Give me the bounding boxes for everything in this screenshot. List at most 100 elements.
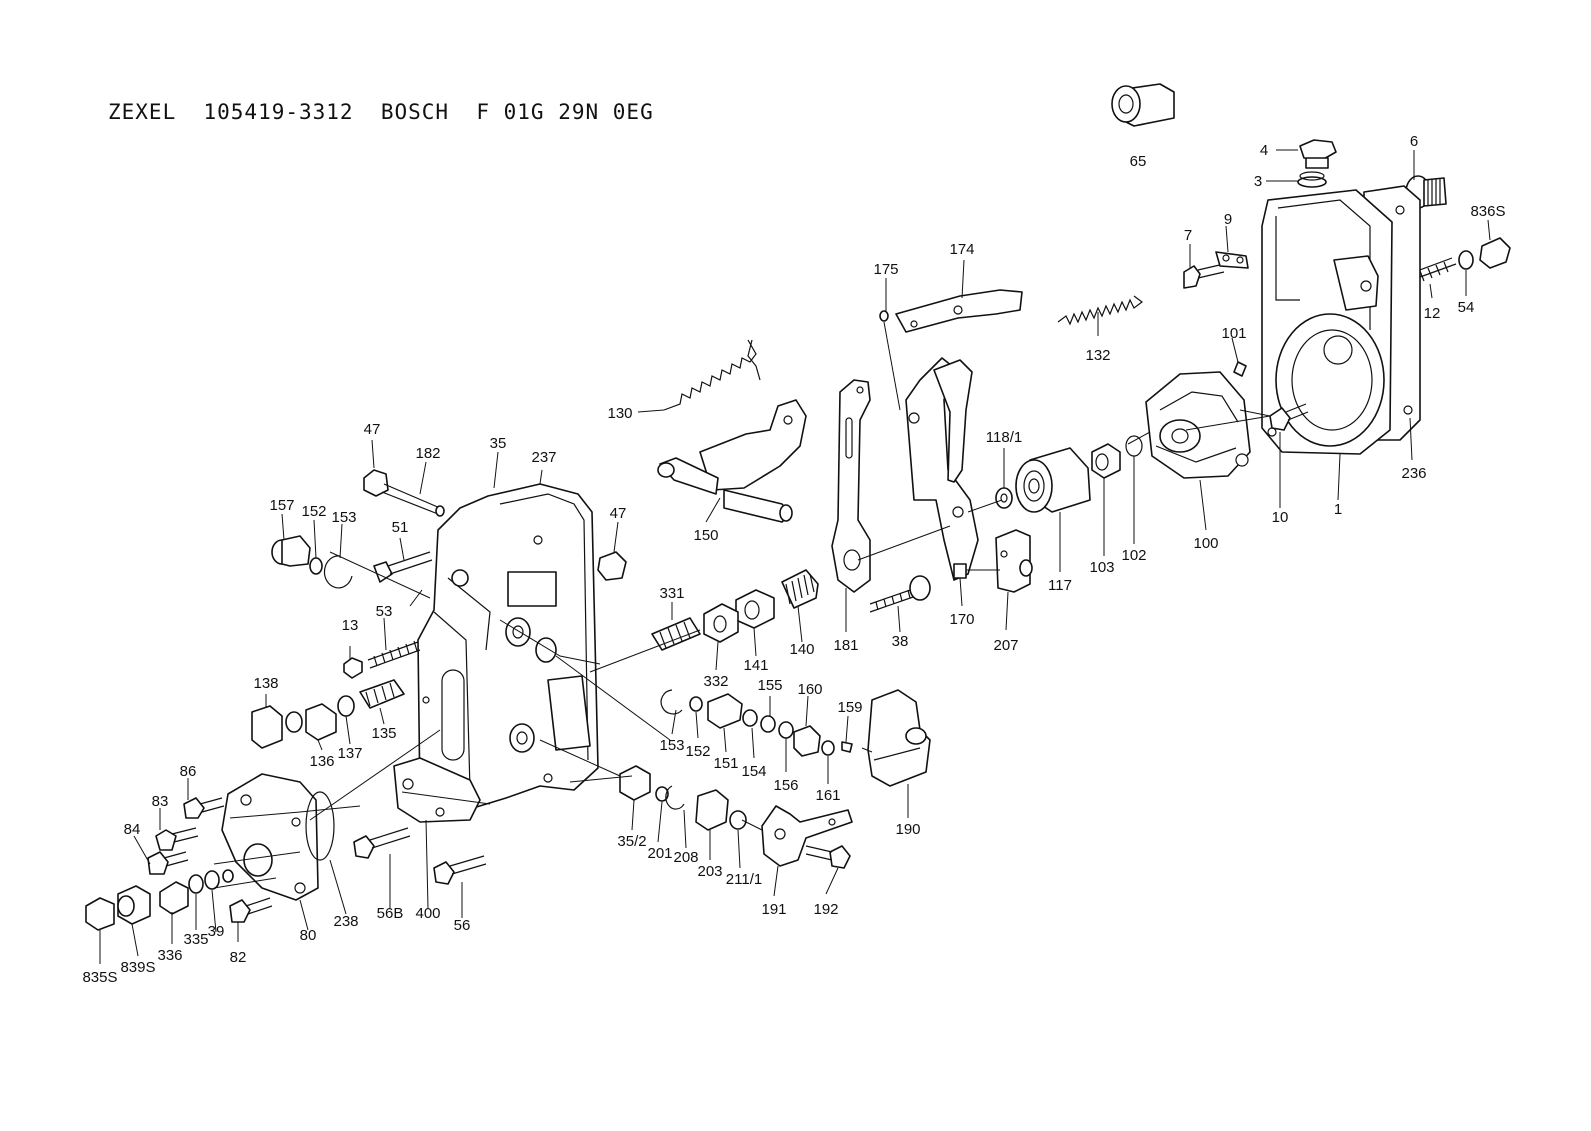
label-118-1: 118/1 bbox=[986, 429, 1022, 446]
leader-lines bbox=[99, 149, 1491, 964]
label-153-a: 153 bbox=[331, 509, 356, 526]
label-65: 65 bbox=[1130, 153, 1147, 170]
part-100-flyweight bbox=[1145, 371, 1251, 479]
label-4: 4 bbox=[1260, 142, 1268, 159]
label-207: 207 bbox=[993, 637, 1018, 654]
part-103-nut bbox=[1091, 443, 1121, 479]
label-170: 170 bbox=[949, 611, 974, 628]
label-190: 190 bbox=[895, 821, 920, 838]
part-80-cover bbox=[221, 773, 335, 901]
label-335: 335 bbox=[183, 931, 208, 948]
label-161: 161 bbox=[815, 787, 840, 804]
label-53: 53 bbox=[376, 603, 393, 620]
label-12: 12 bbox=[1424, 305, 1441, 322]
part-170-lever bbox=[905, 357, 979, 581]
part-56-bolt bbox=[433, 855, 487, 885]
label-153-b: 153 bbox=[659, 737, 684, 754]
part-130-spring bbox=[663, 339, 761, 411]
part-10-bolt bbox=[1269, 403, 1309, 431]
part-7-bolt bbox=[1183, 251, 1249, 289]
label-9: 9 bbox=[1224, 211, 1232, 228]
part-138-cap bbox=[251, 679, 405, 749]
label-83: 83 bbox=[152, 793, 169, 810]
label-100: 100 bbox=[1193, 535, 1218, 552]
part-191-lever bbox=[761, 805, 853, 867]
label-208: 208 bbox=[673, 849, 698, 866]
part-1-governor-housing bbox=[1233, 171, 1421, 455]
part-82-bolt bbox=[229, 897, 273, 923]
label-201: 201 bbox=[647, 845, 672, 862]
label-140: 140 bbox=[789, 641, 814, 658]
label-155: 155 bbox=[757, 677, 782, 694]
label-835s: 835S bbox=[82, 969, 117, 986]
part-4-plug bbox=[1297, 139, 1337, 188]
part-835s-cap bbox=[85, 897, 115, 931]
label-56: 56 bbox=[454, 917, 471, 934]
label-192: 192 bbox=[813, 901, 838, 918]
label-56b: 56B bbox=[377, 905, 404, 922]
part-51-bolt bbox=[373, 551, 433, 583]
part-13-nut bbox=[343, 657, 363, 679]
part-86-bolt bbox=[183, 797, 225, 819]
label-130: 130 bbox=[607, 405, 632, 422]
label-6: 6 bbox=[1410, 133, 1418, 150]
label-51: 51 bbox=[392, 519, 409, 536]
label-135: 135 bbox=[371, 725, 396, 742]
part-38-screw bbox=[869, 575, 931, 613]
label-181: 181 bbox=[833, 637, 858, 654]
label-54: 54 bbox=[1458, 299, 1475, 316]
part-181-arm bbox=[831, 379, 871, 593]
label-7: 7 bbox=[1184, 227, 1192, 244]
label-151: 151 bbox=[713, 755, 738, 772]
part-row-151-161 bbox=[660, 689, 853, 757]
label-175: 175 bbox=[873, 261, 898, 278]
part-47-bolt-a bbox=[363, 469, 445, 517]
part-56b-bolt bbox=[353, 827, 411, 859]
label-332: 332 bbox=[703, 673, 728, 690]
label-103: 103 bbox=[1089, 559, 1114, 576]
part-labels: 65 4 3 6 836S 7 9 12 54 101 236 1 10 100… bbox=[82, 133, 1505, 986]
part-192-bolt bbox=[805, 845, 851, 869]
label-82: 82 bbox=[230, 949, 247, 966]
label-138: 138 bbox=[253, 675, 278, 692]
diagram-title: ZEXEL 105419-3312 BOSCH F 01G 29N 0EG bbox=[108, 100, 654, 124]
part-35-governor-cover bbox=[417, 483, 599, 813]
part-132-spring bbox=[1057, 295, 1143, 326]
part-400-bracket bbox=[393, 757, 481, 823]
label-400: 400 bbox=[415, 905, 440, 922]
label-839s: 839S bbox=[120, 959, 155, 976]
label-182: 182 bbox=[415, 445, 440, 462]
part-839s-cap bbox=[117, 885, 151, 925]
label-1: 1 bbox=[1334, 501, 1342, 518]
label-13: 13 bbox=[342, 617, 359, 634]
part-207-bracket bbox=[995, 529, 1033, 593]
label-152-b: 152 bbox=[685, 743, 710, 760]
label-152-a: 152 bbox=[301, 503, 326, 520]
label-102: 102 bbox=[1121, 547, 1146, 564]
label-141: 141 bbox=[743, 657, 768, 674]
label-47-b: 47 bbox=[610, 505, 627, 522]
part-117-sleeve bbox=[1015, 447, 1091, 513]
label-154: 154 bbox=[741, 763, 766, 780]
part-150-lever bbox=[657, 399, 807, 523]
label-238: 238 bbox=[333, 913, 358, 930]
part-331-screw bbox=[651, 617, 701, 651]
part-140-spring bbox=[781, 569, 819, 609]
part-174-lever bbox=[879, 289, 1023, 333]
label-101: 101 bbox=[1221, 325, 1246, 342]
part-84-bolt bbox=[147, 851, 189, 875]
label-150: 150 bbox=[693, 527, 718, 544]
label-331: 331 bbox=[659, 585, 684, 602]
label-156: 156 bbox=[773, 777, 798, 794]
part-65-nut bbox=[1111, 83, 1175, 127]
label-39: 39 bbox=[208, 923, 225, 940]
label-336: 336 bbox=[157, 947, 182, 964]
part-332-nut bbox=[703, 603, 739, 643]
label-132: 132 bbox=[1085, 347, 1110, 364]
label-159: 159 bbox=[837, 699, 862, 716]
label-35-2: 35/2 bbox=[617, 833, 646, 850]
label-117: 117 bbox=[1048, 577, 1072, 594]
label-10: 10 bbox=[1272, 509, 1289, 526]
label-137: 137 bbox=[337, 745, 362, 762]
label-836s: 836S bbox=[1470, 203, 1505, 220]
